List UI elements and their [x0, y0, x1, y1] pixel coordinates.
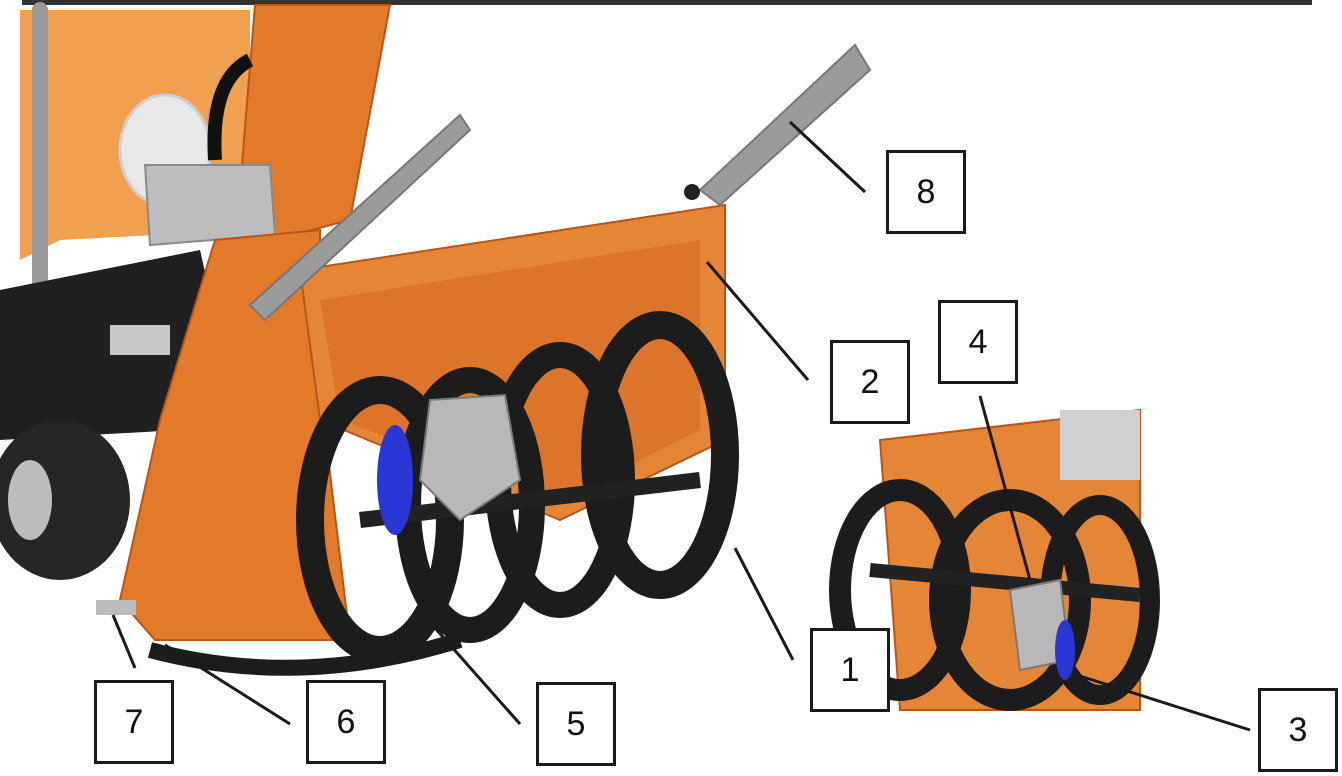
rail-knob: [684, 184, 700, 200]
leader-5: [433, 627, 522, 725]
callout-2: 2: [830, 340, 910, 424]
auger-ring-4: [581, 311, 739, 599]
callout-5: 5: [536, 682, 616, 766]
drive-track: [0, 420, 130, 580]
drive-hub: [8, 460, 52, 540]
leader-7: [111, 614, 137, 669]
auger-ring-1: [296, 376, 464, 664]
leader-4: [978, 395, 1032, 581]
chute-cable: [207, 53, 254, 161]
top-rule: [22, 0, 1312, 5]
callout-1: 1: [810, 628, 890, 712]
leader-2: [705, 261, 810, 381]
engine-spring: [110, 325, 170, 355]
auger-shaft: [359, 472, 701, 528]
impeller-blue: [377, 425, 413, 535]
callout-8: 8: [886, 150, 966, 234]
inset-illustration: [829, 408, 1160, 711]
auger: [296, 311, 739, 664]
callout-4: 4: [938, 300, 1018, 384]
callout-7: 7: [94, 680, 174, 764]
left-skid-rail: [248, 113, 472, 322]
inset-shaft: [869, 563, 1141, 602]
leader-6: [164, 643, 291, 726]
gearbox: [418, 393, 522, 522]
leader-1: [733, 547, 795, 661]
main-illustration: [0, 2, 872, 676]
skid-shoe: [96, 600, 136, 615]
inset-auger-ring-1: [829, 479, 971, 701]
inset-impeller: [1055, 620, 1075, 680]
right-skid-rail: [698, 43, 872, 207]
callout-3: 3: [1258, 688, 1338, 772]
inset-chute-base: [1060, 410, 1140, 480]
inset-auger-ring-2: [929, 489, 1091, 711]
leader-3: [1079, 674, 1251, 732]
callout-6: 6: [306, 680, 386, 764]
leader-8: [788, 120, 867, 194]
control-box: [143, 164, 277, 247]
leader-lines: [111, 120, 1251, 732]
